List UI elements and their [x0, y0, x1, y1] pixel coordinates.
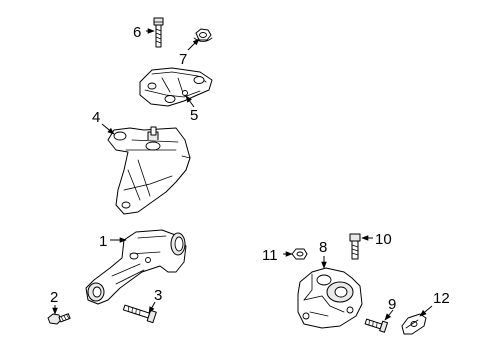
leader-9	[384, 309, 394, 321]
part-2-bolt	[47, 313, 71, 325]
callout-11: 11	[262, 247, 278, 264]
leader-lines	[52, 28, 433, 321]
leader-12	[419, 305, 433, 317]
part-5-upper-bracket	[139, 67, 213, 107]
callout-6: 6	[133, 24, 141, 41]
callout-2: 2	[50, 289, 58, 306]
part-9-bolt	[364, 318, 389, 333]
part-7-nut	[193, 28, 213, 42]
part-8-transmission-mount	[297, 267, 363, 329]
callout-8: 8	[319, 239, 327, 256]
callout-9: 9	[388, 296, 396, 313]
part-4-engine-mount	[107, 126, 191, 215]
callout-1: 1	[99, 233, 107, 250]
part-10-bolt	[349, 233, 361, 260]
callout-12: 12	[433, 290, 450, 307]
leader-5	[185, 95, 195, 108]
callout-labels: 6 7 5 4 1 2 3 11 10 8 9 12	[50, 24, 450, 313]
callout-7: 7	[179, 51, 187, 68]
leader-4	[101, 123, 115, 135]
part-11-nut	[291, 248, 308, 260]
part-12-bracket	[401, 313, 427, 335]
callout-4: 4	[92, 109, 100, 126]
part-3-bolt	[122, 304, 157, 324]
callout-10: 10	[375, 231, 392, 248]
part-1-torque-rod	[85, 229, 187, 305]
callout-5: 5	[190, 107, 198, 124]
part-6-bolt	[153, 17, 164, 48]
callout-3: 3	[154, 287, 162, 304]
leader-7	[187, 38, 200, 51]
leader-3	[148, 301, 156, 314]
